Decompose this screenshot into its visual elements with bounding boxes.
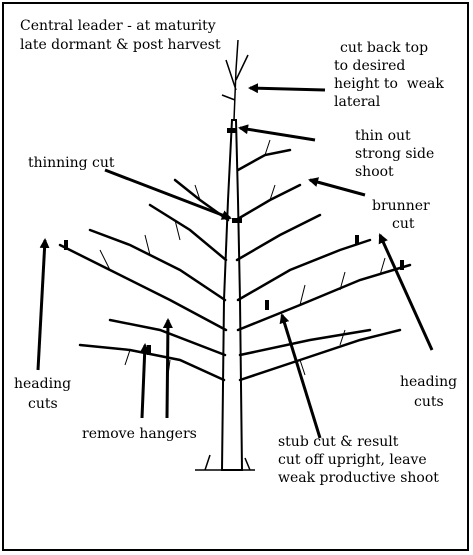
label-heading-cuts-right-2: cuts [414, 394, 444, 410]
title-line-1: Central leader - at maturity [20, 18, 216, 34]
arrow-thin-out [240, 128, 315, 140]
arrow-brunner-cut [310, 180, 365, 195]
title-line-2: late dormant & post harvest [20, 37, 221, 53]
label-brunner-cut-1: brunner [372, 198, 430, 214]
label-heading-cuts-right-1: heading [400, 374, 457, 390]
cut-mark [147, 345, 151, 355]
cut-mark [232, 218, 242, 223]
label-thinning-cut: thinning cut [28, 155, 115, 171]
label-heading-cuts-left-1: heading [14, 376, 71, 392]
arrow-remove-hangers-1 [142, 345, 145, 418]
label-thin-out-3: shoot [355, 164, 394, 180]
label-cut-back-top-3: height to weak [334, 76, 444, 92]
label-cut-back-top-2: to desired [334, 58, 405, 74]
label-remove-hangers: remove hangers [82, 426, 197, 442]
label-stub-cut-3: weak productive shoot [278, 470, 439, 486]
label-stub-cut-2: cut off upright, leave [278, 452, 427, 468]
label-brunner-cut-2: cut [392, 216, 414, 232]
label-heading-cuts-left-2: cuts [28, 396, 58, 412]
label-thin-out-1: thin out [355, 128, 411, 144]
arrow-cut-back-top [250, 88, 325, 90]
tree-trunk [222, 120, 242, 470]
cut-mark [64, 240, 68, 250]
leader-twigs [222, 40, 248, 120]
label-stub-cut-1: stub cut & result [278, 434, 398, 450]
cut-mark [355, 235, 359, 245]
label-cut-back-top-4: lateral [334, 94, 380, 110]
arrow-thinning-cut [105, 170, 230, 218]
label-thin-out-2: strong side [355, 146, 434, 162]
cut-mark [400, 260, 404, 270]
arrow-stub-cut [282, 315, 320, 438]
cut-mark [265, 300, 269, 310]
arrow-remove-hangers-2 [167, 320, 168, 418]
arrow-heading-cuts-left [38, 240, 45, 370]
label-cut-back-top-1: cut back top [340, 40, 428, 56]
cut-mark [227, 128, 237, 133]
